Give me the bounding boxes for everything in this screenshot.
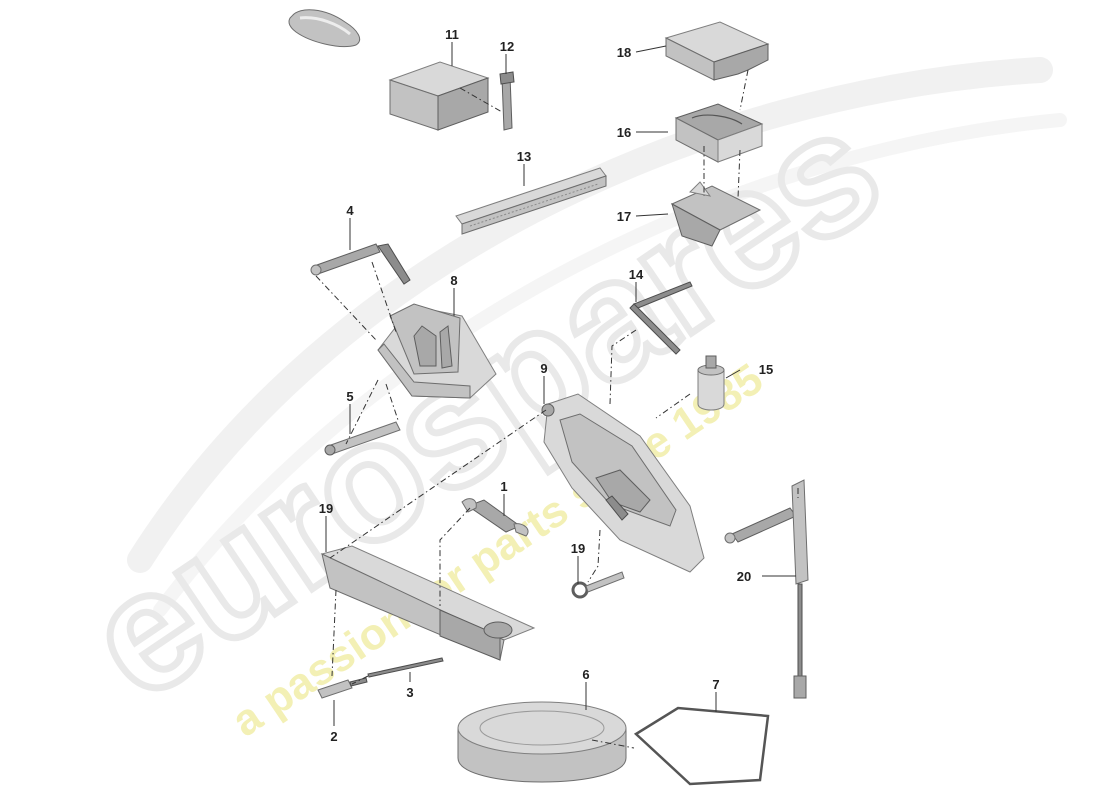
callout-1: 1 — [500, 479, 507, 494]
part-4-crank — [310, 243, 411, 285]
part-13-foam-strip — [455, 167, 607, 235]
callout-19-right: 19 — [571, 541, 585, 556]
callout-15: 15 — [759, 362, 773, 377]
part-12-strap — [499, 71, 515, 131]
car-silhouette-part — [288, 9, 360, 48]
callout-18: 18 — [617, 45, 631, 60]
part-9-foam-tray — [541, 393, 705, 573]
part-19-tow-eye — [571, 571, 625, 599]
assembly-lines — [315, 69, 799, 749]
callout-9: 9 — [540, 361, 547, 376]
callout-13: 13 — [517, 149, 531, 164]
callout-3: 3 — [406, 685, 413, 700]
part-7-seal-ring — [633, 706, 770, 786]
part-1-spanner — [461, 498, 529, 537]
part-15-canister — [697, 355, 725, 411]
callout-19-left: 19 — [319, 501, 333, 516]
callout-20: 20 — [737, 569, 751, 584]
callout-12: 12 — [500, 39, 514, 54]
callout-17: 17 — [617, 209, 631, 224]
callouts: 11 12 18 16 13 17 4 14 8 15 9 5 1 19 19 … — [319, 27, 773, 744]
part-20-jack-rod — [724, 479, 809, 699]
part-17-bracket — [670, 181, 762, 247]
callout-14: 14 — [629, 267, 644, 282]
part-2-screwdriver — [317, 677, 368, 699]
callout-5: 5 — [346, 389, 353, 404]
part-18-lid — [664, 21, 770, 81]
callout-7: 7 — [712, 677, 719, 692]
part-19-jack — [320, 545, 536, 661]
callout-11: 11 — [445, 27, 459, 42]
part-11-box — [388, 61, 490, 131]
callout-4: 4 — [346, 203, 354, 218]
callout-6: 6 — [582, 667, 589, 682]
part-8-foam-insert — [377, 303, 497, 399]
part-3-rod — [367, 657, 444, 678]
callout-8: 8 — [450, 273, 457, 288]
part-14-l-wrench — [629, 281, 693, 355]
callout-16: 16 — [617, 125, 631, 140]
leader-lines — [325, 42, 796, 726]
callout-2: 2 — [330, 729, 337, 744]
part-6-round-case — [457, 701, 627, 783]
parts — [288, 9, 809, 786]
part-5-pin — [324, 421, 401, 456]
part-16-tray — [674, 103, 764, 163]
